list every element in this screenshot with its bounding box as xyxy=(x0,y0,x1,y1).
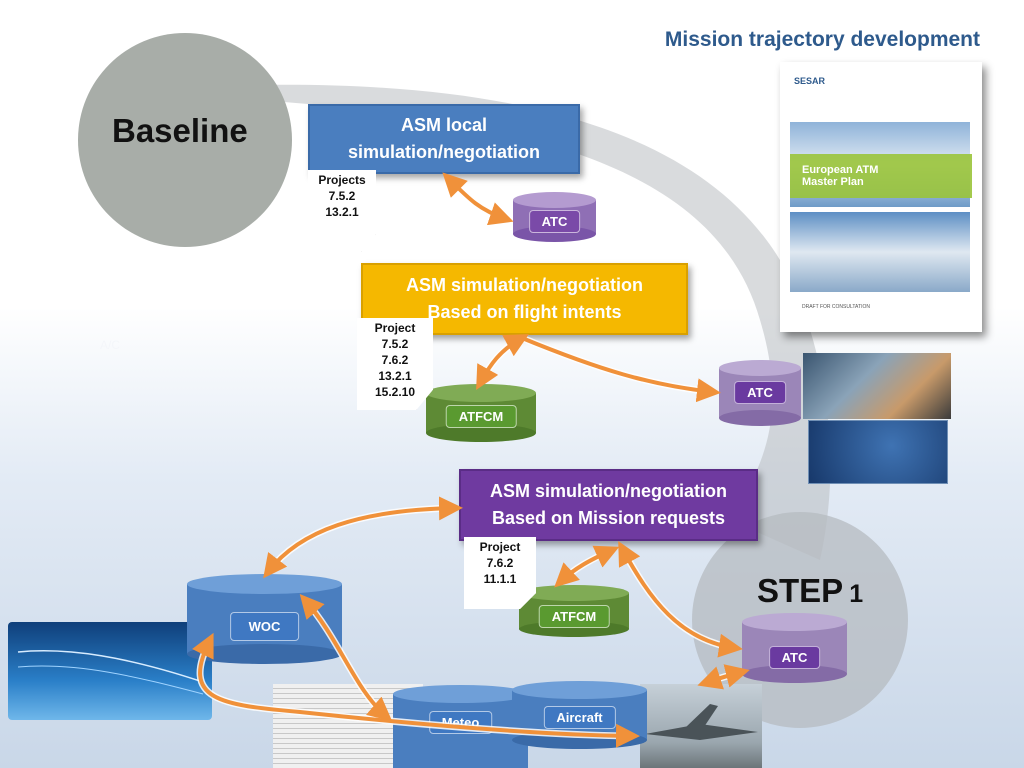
asm-local-box: ASM local simulation/negotiation xyxy=(308,104,580,174)
woc-button[interactable]: WOC xyxy=(229,612,300,641)
asm-local-line-1: ASM local xyxy=(400,115,488,135)
note-3-line: 11.1.1 xyxy=(483,572,517,586)
atc-button-2[interactable]: ATC xyxy=(734,381,786,404)
asm-mission-box: ASM simulation/negotiation Based on Miss… xyxy=(459,469,758,541)
trajectory-profile-image xyxy=(8,622,212,720)
atc-node-2: ATC xyxy=(719,381,801,404)
meteo-node: Meteo xyxy=(393,711,528,734)
control-room-photo xyxy=(803,353,951,419)
note-1-line: 7.5.2 xyxy=(328,189,356,203)
atfcm-button-1[interactable]: ATFCM xyxy=(445,405,517,428)
note-2-line: 7.6.2 xyxy=(381,353,409,367)
project-note-2: Project 7.5.2 7.6.2 13.2.1 15.2.10 xyxy=(357,318,433,410)
baseline-label: Baseline xyxy=(112,112,248,149)
note-1-line: 13.2.1 xyxy=(325,205,359,219)
atc-node-1: ATC xyxy=(513,210,596,233)
page-title: Mission trajectory development xyxy=(664,28,980,51)
asm-mission-line-1: ASM simulation/negotiation xyxy=(490,481,727,501)
asm-mission-line-2: Based on Mission requests xyxy=(491,508,726,528)
asm-flight-line-2: Based on flight intents xyxy=(427,302,622,322)
atfcm-node-1: ATFCM xyxy=(426,405,536,428)
sesar-logo: SESAR xyxy=(794,76,826,86)
note-3-line: Project xyxy=(479,540,521,554)
woc-node: WOC xyxy=(187,612,342,641)
atc-button-1[interactable]: ATC xyxy=(528,210,581,233)
profile-curve xyxy=(17,650,204,695)
aircraft-node: Aircraft xyxy=(512,706,647,729)
note-1-line: Projects xyxy=(318,173,366,187)
project-note-3: Project 7.6.2 11.1.1 xyxy=(464,537,536,609)
cover-heading: European ATM Master Plan xyxy=(802,164,879,188)
project-note-1: Projects 7.5.2 13.2.1 xyxy=(308,170,376,252)
note-2-line: 15.2.10 xyxy=(374,385,416,399)
note-2-line: Project xyxy=(374,321,416,335)
master-plan-cover: SESAR European ATM Master Plan DRAFT FOR… xyxy=(780,62,982,332)
note-2-line: 13.2.1 xyxy=(378,369,412,383)
atfcm-button-2[interactable]: ATFCM xyxy=(538,605,610,628)
step-number: 1 xyxy=(849,580,864,608)
atc-button-3[interactable]: ATC xyxy=(768,646,821,669)
asm-local-line-2: simulation/negotiation xyxy=(348,142,540,162)
step-text: STEP xyxy=(757,572,844,609)
baseline-circle xyxy=(78,33,292,247)
faint-label: A/C xyxy=(100,338,121,352)
note-2-line: 7.5.2 xyxy=(381,337,409,351)
cover-clouds xyxy=(790,212,970,292)
atc-node-3: ATC xyxy=(742,646,847,669)
atfcm-node-2: ATFCM xyxy=(519,605,629,628)
meteo-button[interactable]: Meteo xyxy=(428,711,493,734)
cover-footer: DRAFT FOR CONSULTATION xyxy=(802,304,870,310)
asm-flight-line-1: ASM simulation/negotiation xyxy=(406,275,643,295)
aircraft-silhouette xyxy=(645,704,758,740)
radar-screen-photo xyxy=(808,420,948,484)
aircraft-button[interactable]: Aircraft xyxy=(543,706,616,729)
aircraft-photo xyxy=(640,684,762,768)
cover-band xyxy=(790,154,972,198)
atfcm-database-1 xyxy=(426,384,536,442)
note-3-line: 7.6.2 xyxy=(486,556,514,570)
